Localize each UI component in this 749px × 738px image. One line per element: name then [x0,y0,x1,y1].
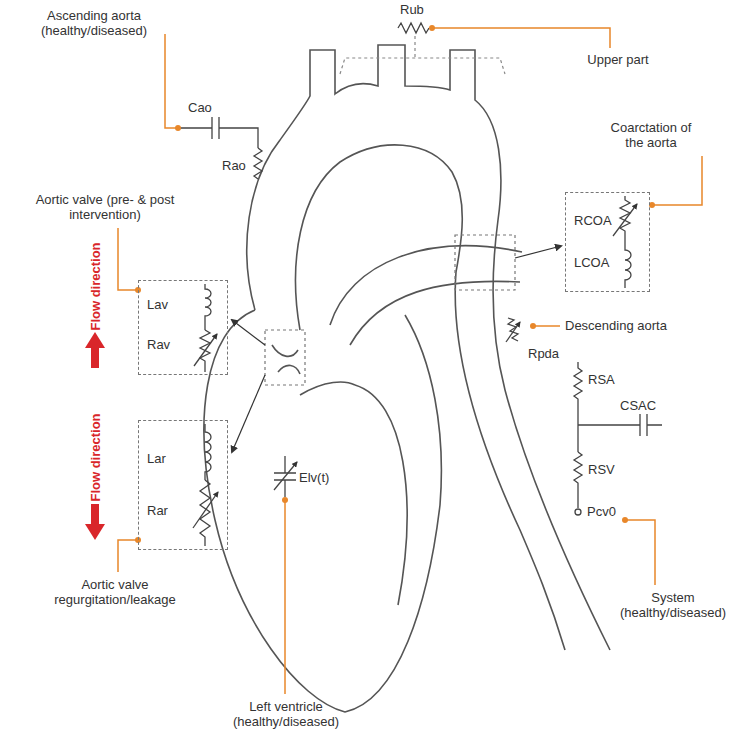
component-label: Pcv0 [587,504,616,519]
heart-outline [204,45,610,712]
part-label: Upper part [578,52,658,67]
zoom-arrows [232,246,561,452]
component-label: LCOA [574,255,609,270]
circuit-box: LavRav [138,280,228,375]
part-label: Descending aorta [565,318,667,333]
circuit-box: LarRar [138,420,228,550]
flow-arrow [85,332,105,540]
part-label: Aortic valve regurgitation/leakage [40,577,190,607]
component-label: Rub [400,2,424,17]
upper-bracket [414,36,415,57]
component-label: RSV [588,462,615,477]
valve-region [265,330,305,385]
component-label: Lav [147,297,168,312]
component-label: CSAC [620,398,656,413]
flow-label: Flow direction [88,237,103,337]
leader-dots [135,25,655,543]
part-label: System (healthy/diseased) [608,590,738,620]
component-label: Rpda [528,346,559,361]
part-label: Left ventricle (healthy/diseased) [220,699,352,729]
component-label: Rao [222,158,246,173]
component-label: Elv(t) [299,470,329,485]
component-label: RCOA [574,213,612,228]
component-label: Rar [147,503,168,518]
flow-label: Flow direction [88,408,103,508]
component-label: Cao [188,100,212,115]
part-label: Aortic valve (pre- & post intervention) [30,192,180,222]
component-label: Lar [147,451,166,466]
coarctation-region [455,235,515,290]
upper-bracket [340,58,505,74]
part-label: Ascending aorta (healthy/diseased) [30,8,158,38]
component-label: Rav [147,337,170,352]
component-label: RSA [588,372,615,387]
leader-lines [118,28,702,694]
part-label: Coarctation of the aorta [606,120,696,150]
circuit-symbols [178,23,662,546]
circuit-box: RCOA LCOA [565,192,650,292]
